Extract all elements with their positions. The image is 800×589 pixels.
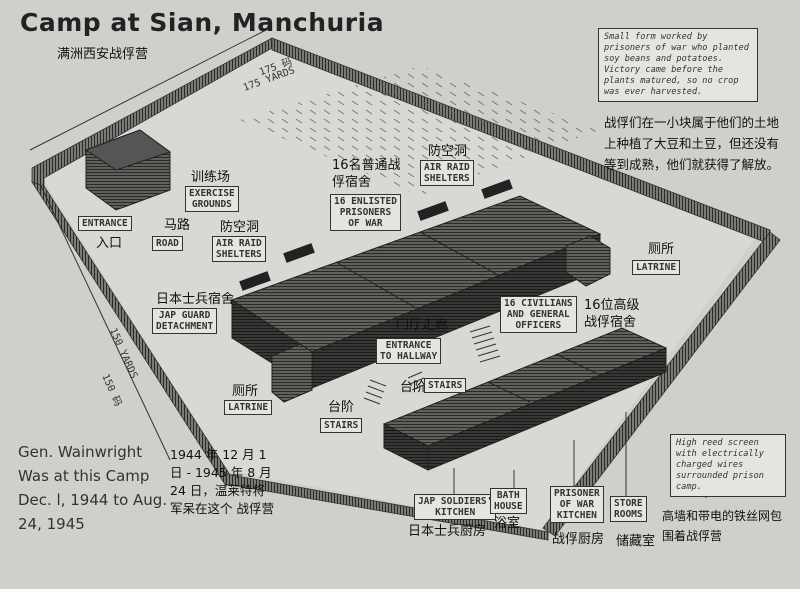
label-civilians: 16 CIVILIANS AND GENERAL OFFICERS [500,296,577,333]
label-civilians-cn: 16位高级 战俘宿舍 [584,298,640,330]
label-entrance: ENTRANCE [78,216,132,231]
label-pow-kitchen-cn: 战俘厨房 [552,532,605,547]
label-stairs-left: STAIRS [320,418,363,433]
label-guard: JAP GUARD DETACHMENT [152,308,218,334]
label-hallway: ENTRANCE TO HALLWAY [376,338,442,364]
label-store: STORE ROOMS [610,496,647,522]
label-jap-kitchen-cn: 日本士兵厨房 [408,524,487,539]
label-pow-kitchen: PRISONER OF WAR KITCHEN [550,486,604,523]
label-enlisted-cn: 16名普通战 俘宿舍 [332,158,401,190]
label-stairs-mid-cn: 台阶 [400,380,427,395]
wainwright-note-cn: 1944 年 12 月 1 日 - 1945 年 8 月 24 日，温莱特将军呆… [170,447,274,516]
label-bath: BATH HOUSE [490,488,527,514]
label-latrine-right: LATRINE [632,260,681,275]
label-guard-cn: 日本士兵宿舍 [156,292,235,307]
fence-front-right [542,231,781,537]
label-jap-kitchen: JAP SOLDIERS' KITCHEN [414,494,497,520]
farm-note-cn: 战俘们在一小块属于他们的土地上种植了大豆和土豆，但还没有等到成熟，他们就获得了解… [604,115,780,172]
farm-note: Small form worked by prisoners of war wh… [598,28,758,102]
label-latrine-left: LATRINE [224,400,273,415]
label-shelters-left: AIR RAID SHELTERS [212,236,266,262]
label-entrance-cn: 入口 [96,236,123,251]
label-exercise: EXERCISE GROUNDS [185,186,239,212]
label-stairs-left-cn: 台阶 [328,400,355,415]
latrine-wing-left [271,343,313,403]
page-title: Camp at Sian, Manchuria [20,8,385,37]
label-shelters-right: AIR RAID SHELTERS [420,160,474,186]
label-enlisted: 16 ENLISTED PRISONERS OF WAR [330,194,401,231]
label-shelters-right-cn: 防空洞 [428,144,468,159]
label-road-cn: 马路 [164,218,191,233]
label-latrine-left-cn: 厕所 [232,384,259,399]
latrine-wing-right [565,235,611,287]
label-shelters-left-cn: 防空洞 [220,220,260,235]
label-stairs-mid: STAIRS [424,378,467,393]
label-hallway-cn: 门厅走廊 [396,318,449,333]
label-latrine-right-cn: 厕所 [648,242,675,257]
fence-note-cn: 高墙和带电的铁丝网包围着战俘营 [662,509,783,543]
wainwright-note: Gen. Wainwright Was at this Camp Dec. l,… [18,443,168,533]
page-title-cn: 满洲西安战俘营 [57,47,149,62]
farm-field [240,66,600,196]
fence-note: High reed screen with electrically charg… [670,434,786,497]
label-bath-cn: 浴室 [494,516,521,531]
label-exercise-cn: 训练场 [191,170,231,185]
label-store-cn: 储藏室 [616,534,656,549]
label-road: ROAD [152,236,183,251]
